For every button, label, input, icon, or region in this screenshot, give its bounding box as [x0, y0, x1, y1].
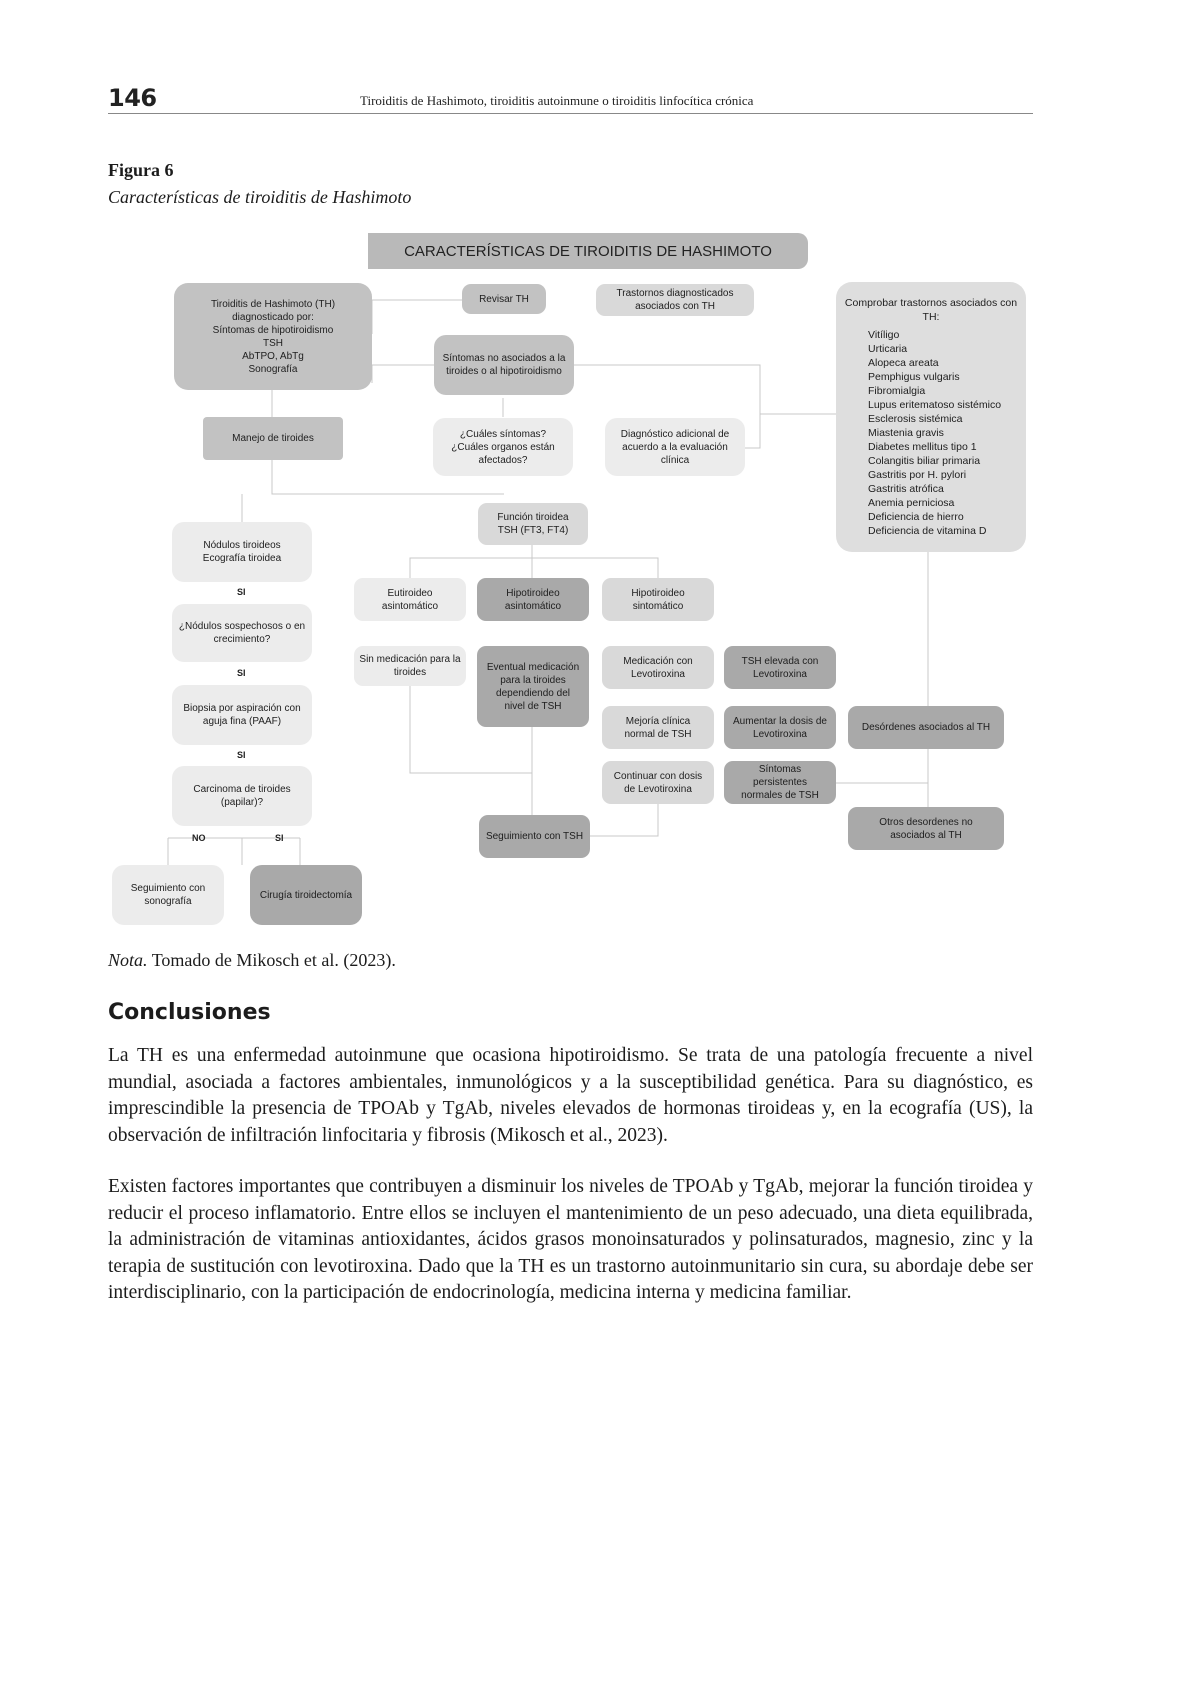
connector [167, 837, 301, 865]
associated-disorders-title: Comprobar trastornos asociados con TH: [844, 297, 1018, 323]
node-seguimiento-tsh: Seguimiento con TSH [479, 815, 590, 858]
node-th-diagnosis: Tiroiditis de Hashimoto (TH) diagnostica… [174, 283, 372, 390]
branch-label-si: SI [237, 668, 246, 678]
node-mejoria-clinica: Mejoría clínica normal de TSH [602, 706, 714, 749]
connector [409, 686, 532, 774]
node-nodulos-sospechosos: ¿Nódulos sospechosos o en crecimiento? [172, 604, 312, 662]
figure-label: Figura 6 [108, 160, 174, 180]
node-eventual-medicacion: Eventual medicación para la tiroides dep… [477, 646, 589, 727]
node-biopsia: Biopsia por aspiración con aguja fina (P… [172, 685, 312, 745]
branch-label-si: SI [237, 750, 246, 760]
node-cuales-sintomas: ¿Cuáles síntomas? ¿Cuáles organos están … [433, 418, 573, 476]
node-manejo-tiroides: Manejo de tiroides [203, 417, 343, 460]
list-item: Alopeca areata [868, 357, 939, 369]
node-sintomas-persistentes: Síntomas persistentes normales de TSH [724, 761, 836, 804]
flowchart-connectors [167, 299, 929, 865]
node-otros-desordenes: Otros desordenes no asociados al TH [848, 807, 1004, 850]
figure-note-label: Nota. [108, 950, 148, 970]
node-diagnostico-adicional: Diagnóstico adicional de acuerdo a la ev… [605, 418, 745, 476]
list-item: Fibromialgia [868, 385, 926, 397]
list-item: Vitíligo [868, 329, 900, 341]
list-item: Urticaria [868, 343, 908, 355]
section-title: Conclusiones [108, 1000, 271, 1025]
list-item: Esclerosis sistémica [868, 413, 963, 425]
list-item: Deficiencia de vitamina D [868, 525, 987, 537]
node-tsh-elevada: TSH elevada con Levotiroxina [724, 646, 836, 689]
connector [371, 299, 462, 334]
list-item: Lupus eritematoso sistémico [868, 399, 1002, 411]
connector [271, 460, 504, 495]
node-hipotiroideo-sintomatico: Hipotiroideo sintomático [602, 578, 714, 621]
header-rule [108, 113, 1033, 114]
connector [590, 804, 659, 837]
list-item: Gastritis atrófica [868, 483, 944, 495]
list-item: Colangitis biliar primaria [868, 455, 981, 467]
list-item: Gastritis por H. pylori [868, 469, 967, 481]
node-continuar-dosis: Continuar con dosis de Levotiroxina [602, 761, 714, 804]
node-desordenes-asociados: Desórdenes asociados al TH [848, 706, 1004, 749]
node-revisar-th: Revisar TH [462, 284, 546, 314]
branch-label-no: NO [192, 833, 206, 843]
associated-disorders-list: Vitíligo Urticaria Alopeca areata Pemphi… [844, 328, 1018, 538]
node-hipotiroideo-asintomatico: Hipotiroideo asintomático [477, 578, 589, 621]
node-nodulos-tiroideos: Nódulos tiroideos Ecografía tiroidea [172, 522, 312, 582]
node-medicacion-levotiroxina: Medicación con Levotiroxina [602, 646, 714, 689]
figure-note-text: Tomado de Mikosch et al. (2023). [147, 950, 396, 970]
node-aumentar-dosis: Aumentar la dosis de Levotiroxina [724, 706, 836, 749]
paragraph: Existen factores importantes que contrib… [108, 1176, 1033, 1303]
node-funcion-tiroidea: Función tiroidea TSH (FT3, FT4) [478, 503, 588, 545]
page-number: 146 [108, 84, 157, 112]
node-eutiroideo: Eutiroideo asintomático [354, 578, 466, 621]
node-seguimiento-sonografia: Seguimiento con sonografía [112, 865, 224, 925]
branch-label-si: SI [237, 587, 246, 597]
figure-note: Nota. Tomado de Mikosch et al. (2023). [108, 950, 396, 971]
list-item: Pemphigus vulgaris [868, 371, 960, 383]
node-carcinoma: Carcinoma de tiroides (papilar)? [172, 766, 312, 826]
running-header: Tiroiditis de Hashimoto, tiroiditis auto… [360, 93, 754, 108]
node-cirugia: Cirugía tiroidectomía [250, 865, 362, 925]
node-sintomas-no-asociados: Síntomas no asociados a la tiroides o al… [434, 335, 574, 395]
associated-disorders-box: Comprobar trastornos asociados con TH: V… [836, 282, 1026, 552]
branch-label-si: SI [275, 833, 284, 843]
list-item: Deficiencia de hierro [868, 511, 964, 523]
diagram-title: CARACTERÍSTICAS DE TIROIDITIS DE HASHIMO… [368, 233, 808, 269]
connector [409, 557, 659, 578]
list-item: Diabetes mellitus tipo 1 [868, 441, 977, 453]
connector [371, 364, 434, 383]
list-item: Miastenia gravis [868, 427, 944, 439]
node-trastornos-diagnosticados: Trastornos diagnosticados asociados con … [596, 284, 754, 316]
paragraph: La TH es una enfermedad autoinmune que o… [108, 1045, 1033, 1146]
figure-caption: Características de tiroiditis de Hashimo… [108, 187, 412, 207]
node-sin-medicacion: Sin medicación para la tiroides [354, 646, 466, 686]
list-item: Anemia perniciosa [868, 497, 955, 509]
